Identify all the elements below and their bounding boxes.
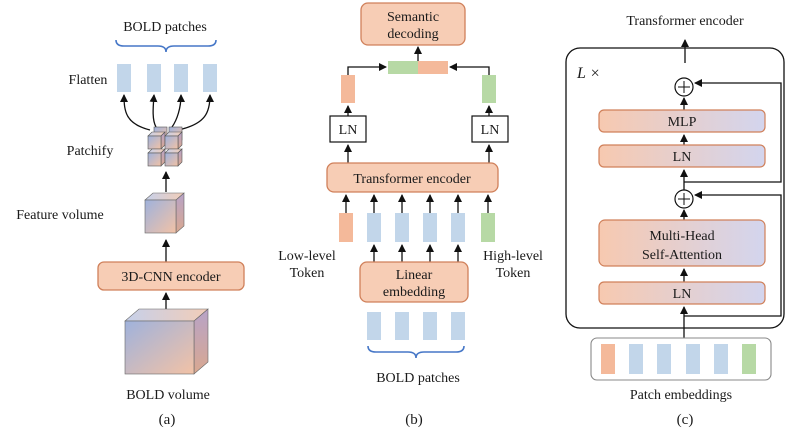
arrow-high-to-combined — [449, 63, 490, 75]
low-level-token-label-2: Token — [290, 266, 325, 281]
linear-embedding-line1: Linear — [396, 268, 433, 283]
residual-connection-bottom — [684, 191, 782, 317]
panel-a: BOLD patches Flatten Patchify — [16, 20, 245, 428]
feature-volume-label: Feature volume — [16, 208, 103, 223]
ln-right-label: LN — [481, 123, 500, 138]
patchify-label: Patchify — [67, 144, 114, 159]
patch-embeddings-label: Patch embeddings — [630, 388, 732, 403]
linear-embedding-line2: embedding — [383, 285, 445, 300]
layer-block — [565, 47, 785, 329]
low-level-token-label-1: Low-level — [278, 249, 336, 264]
cnn-encoder-label: 3D-CNN encoder — [121, 270, 220, 285]
repeat-label: L × — [576, 65, 600, 82]
low-level-token — [339, 213, 353, 242]
embedding-token — [395, 213, 409, 242]
transformer-encoder-label: Transformer encoder — [353, 172, 471, 187]
high-level-token-label-2: Token — [496, 266, 531, 281]
caption-b: (b) — [405, 412, 423, 428]
transformer-encoder-box — [326, 162, 499, 193]
ln-bottom-box — [598, 281, 766, 305]
low-level-output-token — [341, 75, 355, 103]
mlp-box — [598, 109, 766, 133]
panel-c-title: Transformer encoder — [626, 14, 744, 29]
bold-volume-cube — [124, 308, 209, 375]
token-up-arrows — [342, 194, 492, 262]
combined-high-token — [388, 61, 418, 74]
patch-token — [174, 64, 188, 92]
high-level-token — [742, 344, 756, 374]
cnn-encoder-box — [97, 261, 245, 291]
linear-embedding-box — [359, 261, 469, 303]
ln-top-label: LN — [673, 150, 692, 165]
embedding-tokens — [601, 344, 756, 374]
panel-a-title: BOLD patches — [123, 20, 207, 35]
embedding-token — [686, 344, 700, 374]
semantic-decoding-line1: Semantic — [387, 10, 439, 25]
bottom-patches — [367, 312, 465, 340]
panel-c: Transformer encoder L × MLP LN Multi-Hea… — [565, 14, 785, 428]
mhsa-box — [598, 219, 766, 267]
flatten-arrows — [120, 94, 214, 131]
embedding-token — [367, 213, 381, 242]
patch-token — [147, 64, 161, 92]
patch-token — [117, 64, 131, 92]
semantic-decoding-line2: decoding — [387, 27, 438, 42]
high-level-token — [481, 213, 495, 242]
patch-token — [203, 64, 217, 92]
bold-volume-label: BOLD volume — [126, 388, 210, 403]
embedding-token — [451, 213, 465, 242]
panel-b: Semantic decoding LN LN Transformer enco… — [278, 2, 543, 428]
feature-volume-cube — [144, 192, 185, 234]
flatten-label: Flatten — [69, 73, 108, 88]
patch-cubes — [147, 126, 183, 167]
ln-left-box — [329, 115, 367, 143]
mlp-label: MLP — [668, 115, 697, 130]
patch-token — [367, 312, 381, 340]
patch-token — [423, 312, 437, 340]
patches-brace — [115, 39, 217, 53]
caption-a: (a) — [159, 412, 176, 428]
high-level-output-token — [482, 75, 496, 103]
token-row — [339, 213, 495, 242]
patch-token — [451, 312, 465, 340]
high-level-token-label-1: High-level — [483, 249, 543, 264]
mhsa-line1: Multi-Head — [649, 229, 714, 244]
flattened-patches — [117, 64, 217, 92]
ln-bottom-label: LN — [673, 287, 692, 302]
ln-right-box — [471, 115, 509, 143]
patch-token — [395, 312, 409, 340]
ln-top-box — [598, 144, 766, 168]
residual-connection-top — [684, 79, 782, 183]
semantic-decoding-box — [360, 2, 466, 46]
embedding-token — [629, 344, 643, 374]
embedding-token — [714, 344, 728, 374]
ln-left-label: LN — [339, 123, 358, 138]
mhsa-line2: Self-Attention — [642, 248, 722, 263]
bottom-patches-brace — [367, 345, 465, 359]
arrow-low-to-combined — [347, 63, 387, 75]
embedding-token — [657, 344, 671, 374]
embedding-token — [423, 213, 437, 242]
bold-patches-label: BOLD patches — [376, 371, 460, 386]
caption-c: (c) — [677, 412, 694, 428]
low-level-token — [601, 344, 615, 374]
combined-low-token — [418, 61, 448, 74]
